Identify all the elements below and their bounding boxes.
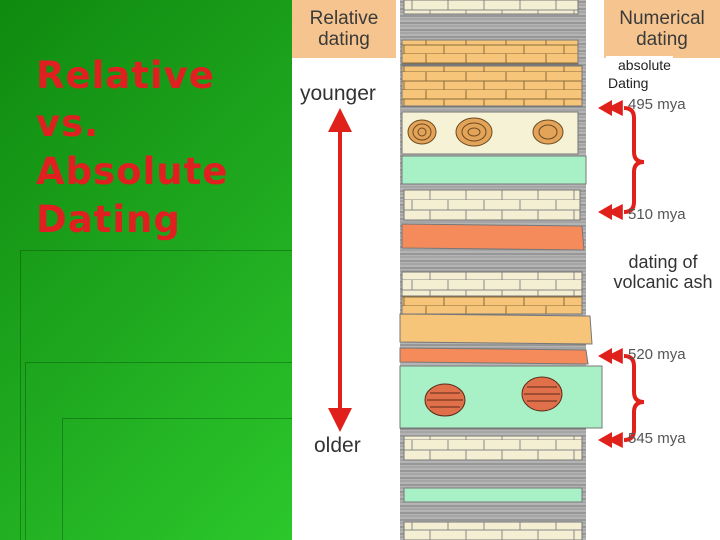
- age-label: 545 mya: [628, 430, 686, 447]
- age-label: 510 mya: [628, 206, 686, 223]
- title-line: vs.: [36, 102, 100, 145]
- relative-dating-header: Relative dating: [292, 0, 396, 58]
- header-line: Numerical: [619, 8, 705, 29]
- rock-strata-diagram: Relative dating Numerical dating absolut…: [292, 0, 720, 540]
- background-panel: [25, 362, 293, 540]
- slide-title: Relative vs. Absolute Dating: [36, 52, 276, 244]
- title-line: Relative: [36, 54, 215, 97]
- age-label: 520 mya: [628, 346, 686, 363]
- header-line: dating: [318, 29, 370, 50]
- background-panel: [62, 418, 293, 540]
- absolute-dating-note: absolute Dating: [606, 56, 673, 92]
- title-line: Dating: [36, 198, 181, 241]
- ash-line: volcanic ash: [613, 272, 713, 292]
- header-line: Relative: [309, 8, 379, 29]
- background-panel: [20, 250, 293, 540]
- header-line: dating: [636, 29, 688, 50]
- age-label: 495 mya: [628, 96, 686, 113]
- title-line: Absolute: [36, 150, 229, 193]
- strata-illustration: [328, 0, 645, 540]
- note-line: absolute: [618, 57, 671, 73]
- ash-line: dating of: [628, 252, 698, 272]
- numerical-dating-header: Numerical dating: [604, 0, 720, 58]
- note-line: Dating: [608, 75, 649, 91]
- volcanic-ash-label: dating of volcanic ash: [606, 252, 720, 292]
- older-label: older: [314, 434, 361, 457]
- younger-label: younger: [300, 82, 376, 105]
